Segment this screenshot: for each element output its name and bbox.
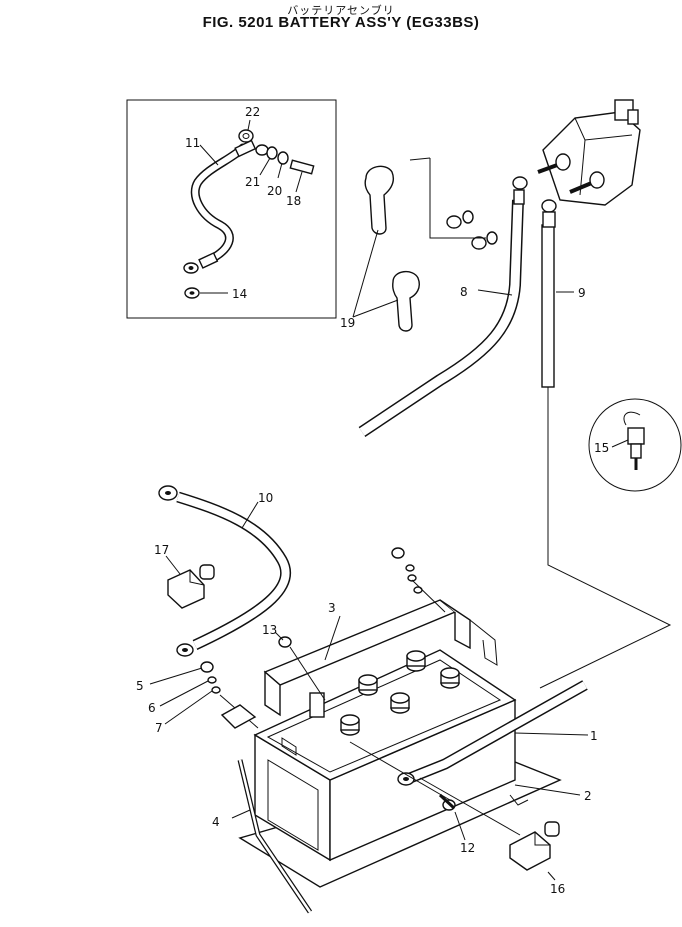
callout-4: 4: [212, 815, 220, 829]
callout-2: 2: [584, 789, 592, 803]
starter-terminal-block: [537, 99, 641, 206]
small-parts-5-6-7: [200, 661, 221, 694]
callout-22: 22: [245, 105, 260, 119]
inset-detail-box: [126, 99, 337, 319]
battery-body: [238, 649, 562, 888]
terminal-nuts: [409, 157, 498, 250]
bracket-bolts: [391, 547, 446, 613]
callout-21: 21: [245, 175, 260, 189]
cable-1: [397, 680, 588, 786]
bolt-12: [438, 793, 456, 811]
callout-3: 3: [328, 601, 336, 615]
callout-16: 16: [550, 882, 565, 896]
terminal-cap-19a: [364, 165, 394, 235]
callout-6: 6: [148, 701, 156, 715]
callout-20: 20: [267, 184, 282, 198]
terminal-cover-17: [167, 564, 215, 609]
japanese-title: バッテリアセンブリ: [287, 4, 395, 17]
callout-15: 15: [594, 441, 609, 455]
callout-11: 11: [185, 136, 200, 150]
cable-8: [358, 176, 528, 437]
callout-5: 5: [136, 679, 144, 693]
callout-19: 19: [340, 316, 355, 330]
callout-18: 18: [286, 194, 301, 208]
callout-17: 17: [154, 543, 169, 557]
battery-cell-caps: [340, 650, 460, 736]
callout-7: 7: [155, 721, 163, 735]
figure-title: FIG. 5201 BATTERY ASS'Y (EG33BS): [202, 14, 480, 31]
cable-10: [158, 485, 292, 657]
callout-14: 14: [232, 287, 247, 301]
callout-12: 12: [460, 841, 475, 855]
terminal-cover-16: [509, 821, 560, 871]
callout-13: 13: [262, 623, 277, 637]
callout-9: 9: [578, 286, 586, 300]
hold-down-bracket-3: [263, 599, 498, 718]
terminal-cap-19b: [392, 271, 420, 332]
circle-detail-15: [588, 398, 682, 492]
cable-9: [541, 199, 557, 388]
callout-1: 1: [590, 729, 598, 743]
callout-10: 10: [258, 491, 273, 505]
hold-down-rod-4: [220, 704, 313, 914]
callout-8: 8: [460, 285, 468, 299]
